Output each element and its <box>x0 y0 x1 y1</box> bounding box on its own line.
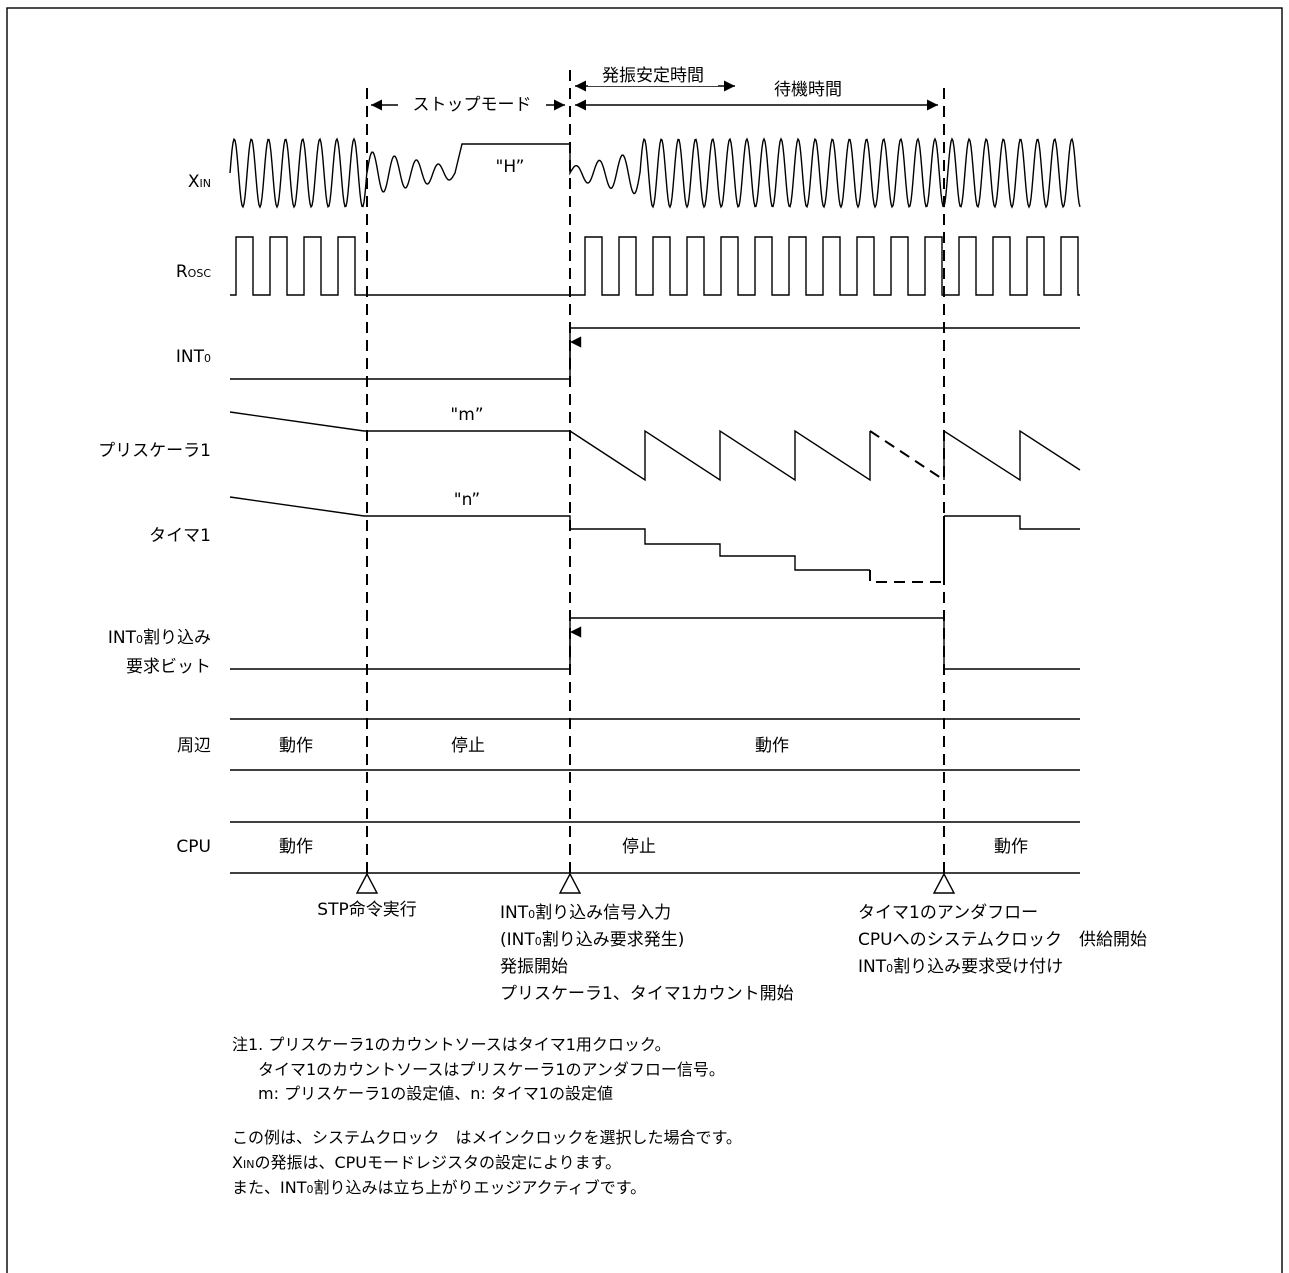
event-stp-text: STP命令実行 <box>317 900 416 920</box>
svg-text:タイマ1のカウントソースはプリスケーラ1のアンダフロー信号。: タイマ1のカウントソースはプリスケーラ1のアンダフロー信号。 <box>258 1060 725 1079</box>
timer-waveform <box>229 496 1080 583</box>
peripheral-band <box>230 718 1080 771</box>
cpu-state-run-1: 動作 <box>279 837 313 857</box>
xin-waveform <box>229 137 1081 209</box>
peripheral-state-stop: 停止 <box>451 736 485 756</box>
svg-text:m: プリスケーラ1の設定値、n: タイマ1の設定値: m: プリスケーラ1の設定値、n: タイマ1の設定値 <box>258 1084 613 1103</box>
interval-wait: 待機時間 <box>575 75 938 111</box>
wait-label: 待機時間 <box>774 80 842 100</box>
prescaler-label: プリスケーラ1 <box>98 441 211 461</box>
event-int0-text: INT0割り込み信号入力 (INT0割り込み要求発生) 発振開始 プリスケーラ1… <box>500 903 794 1004</box>
svg-text:INT0割り込み信号入力: INT0割り込み信号入力 <box>500 903 671 923</box>
svg-text:また、INT0割り込みは立ち上がりエッジアクティブです。: また、INT0割り込みは立ち上がりエッジアクティブです。 <box>232 1178 646 1197</box>
prescaler-waveform <box>229 411 1081 482</box>
rosc-label: ROSC <box>176 262 211 282</box>
stop-mode-label: ストップモード <box>413 95 532 115</box>
peripheral-state-run-1: 動作 <box>279 736 313 756</box>
prescaler-value: "m” <box>450 405 483 425</box>
event-marker-underflow <box>932 872 956 894</box>
xin-high-value: "H” <box>496 157 525 177</box>
svg-text:注1. プリスケーラ1のカウントソースはタイマ1用クロック。: 注1. プリスケーラ1のカウントソースはタイマ1用クロック。 <box>232 1035 671 1054</box>
cpu-state-stop: 停止 <box>622 837 656 857</box>
cpu-label: CPU <box>176 837 211 857</box>
int0-label: INT0 <box>176 347 211 367</box>
peripheral-state-run-2: 動作 <box>755 736 789 756</box>
svg-text:(INT0割り込み要求発生): (INT0割り込み要求発生) <box>500 930 684 950</box>
int0-request-bit-waveform <box>230 617 1080 670</box>
svg-text:タイマ1のアンダフロー: タイマ1のアンダフロー <box>858 903 1038 923</box>
int0-request-bit-label-line2: 要求ビット <box>126 657 211 677</box>
svg-text:XINの発振は、CPUモードレジスタの設定によります。: XINの発振は、CPUモードレジスタの設定によります。 <box>232 1153 621 1172</box>
svg-text:発振開始: 発振開始 <box>500 957 568 977</box>
event-marker-stp <box>355 872 379 894</box>
osc-stable-label: 発振安定時間 <box>602 66 704 86</box>
svg-text:INT0割り込み要求受け付け: INT0割り込み要求受け付け <box>858 957 1063 977</box>
xin-label: XIN <box>188 172 211 192</box>
event-marker-int0 <box>558 872 582 894</box>
cpu-state-run-2: 動作 <box>994 837 1028 857</box>
svg-text:プリスケーラ1、タイマ1カウント開始: プリスケーラ1、タイマ1カウント開始 <box>500 984 794 1004</box>
peripheral-label: 周辺 <box>177 736 211 756</box>
interval-osc-stable: 発振安定時間 <box>575 64 735 92</box>
interval-stop-mode: ストップモード <box>371 92 565 116</box>
figure-frame <box>6 7 1283 1273</box>
cpu-band <box>230 821 1080 874</box>
event-underflow-text: タイマ1のアンダフロー CPUへのシステムクロック 供給開始 INT0割り込み要… <box>858 903 1147 977</box>
svg-text:この例は、システムクロック はメインクロックを選択した場合で: この例は、システムクロック はメインクロックを選択した場合です。 <box>232 1128 742 1147</box>
timer-value: "n” <box>454 490 480 510</box>
svg-text:CPUへのシステムクロック 供給開始: CPUへのシステムクロック 供給開始 <box>858 930 1147 950</box>
int0-request-bit-label-line1: INT0割り込み <box>108 628 211 648</box>
rosc-waveform <box>230 236 1080 296</box>
footnotes: 注1. プリスケーラ1のカウントソースはタイマ1用クロック。 タイマ1のカウント… <box>232 1035 742 1197</box>
int0-waveform <box>230 327 1080 380</box>
timer-label: タイマ1 <box>149 526 211 546</box>
